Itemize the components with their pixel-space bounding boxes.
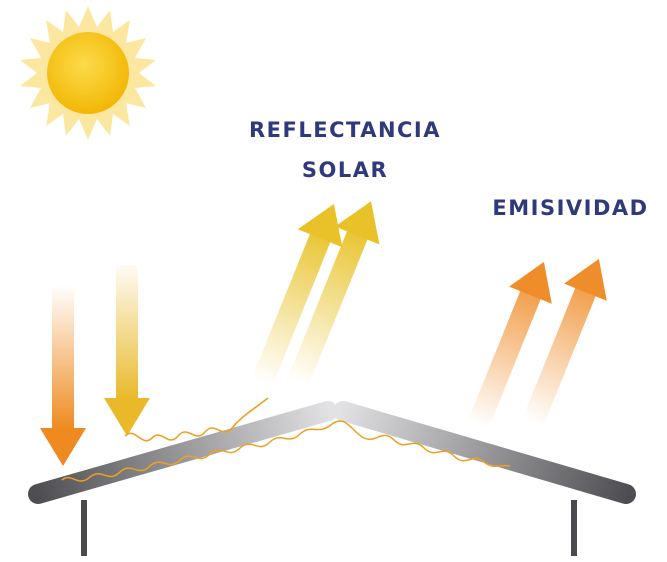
reflectance-label-line2: SOLAR <box>301 158 389 182</box>
emitted-arrow-1 <box>467 261 552 430</box>
right-support-post <box>571 500 577 556</box>
sun-core <box>47 32 129 114</box>
internal-heat-wave <box>61 420 511 482</box>
emitted-arrow-2 <box>522 258 607 427</box>
roof-right-slope <box>333 401 636 504</box>
emissivity-label: EMISIVIDAD <box>492 196 649 220</box>
incoming-yellow-arrow <box>104 265 150 436</box>
left-support-post <box>81 500 87 556</box>
sun-icon <box>20 6 156 140</box>
incoming-orange-arrow <box>40 285 86 466</box>
reflectance-label-line1: REFLECTANCIA <box>249 118 441 142</box>
reflected-arrow-1 <box>251 203 343 387</box>
reflected-arrow-2 <box>287 201 380 387</box>
absorbed-heat-wave <box>124 397 269 442</box>
